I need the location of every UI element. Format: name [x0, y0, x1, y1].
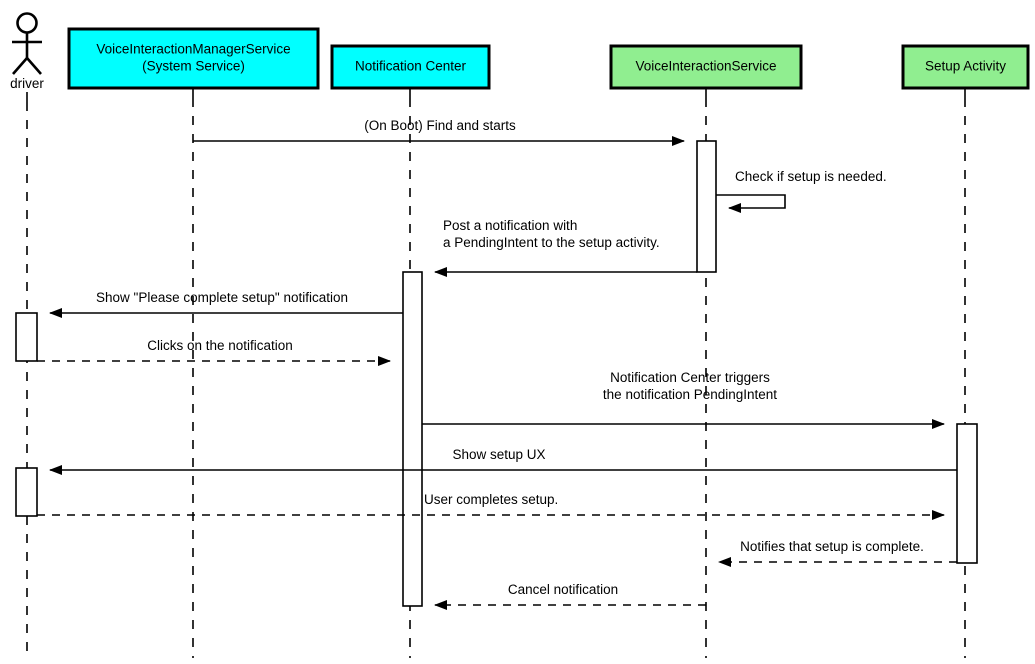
message-6[interactable]: Notification Center triggers the notifica… — [422, 370, 945, 429]
message-5[interactable]: Clicks on the notification — [37, 338, 391, 366]
message-label-line: (On Boot) Find and starts — [364, 118, 516, 133]
message-2[interactable]: Check if setup is needed. — [716, 169, 887, 213]
participants-layer: driver VoiceInteractionManagerService (Sys… — [10, 12, 1030, 92]
message-7[interactable]: Show setup UX — [49, 447, 957, 475]
participant-box[interactable] — [609, 44, 803, 90]
participant-setupactivity[interactable]: Setup Activity — [901, 44, 1030, 90]
participant-notifcenter[interactable]: Notification Center — [330, 44, 491, 90]
message-label-line: Check if setup is needed. — [735, 169, 887, 184]
actor-leg-left — [12, 57, 28, 75]
message-arrow-self — [716, 194, 786, 213]
message-label-line: Cancel notification — [508, 582, 618, 597]
participant-box[interactable] — [901, 44, 1030, 90]
activation-bar-driver — [15, 312, 38, 362]
actor-leg-right — [26, 57, 42, 75]
participant-box[interactable] — [67, 27, 320, 90]
message-label-line: User completes setup. — [424, 492, 558, 507]
message-label-line: Show setup UX — [452, 447, 545, 462]
actor-label: driver — [10, 76, 44, 91]
message-1[interactable]: (On Boot) Find and starts — [193, 118, 685, 146]
participant-label-line: VoiceInteractionService — [635, 59, 776, 74]
message-10[interactable]: Cancel notification — [434, 582, 706, 610]
message-label-line: Show "Please complete setup" notificatio… — [96, 290, 348, 305]
participant-label-line: VoiceInteractionManagerService — [96, 42, 290, 57]
participant-label-line: (System Service) — [142, 59, 245, 74]
activation-bar-setupactivity — [956, 423, 978, 564]
participant-box[interactable] — [330, 44, 491, 90]
activations-layer — [15, 140, 978, 607]
message-label-line: Clicks on the notification — [147, 338, 293, 353]
message-4[interactable]: Show "Please complete setup" notificatio… — [49, 290, 403, 318]
participant-vims[interactable]: VoiceInteractionManagerService (System Se… — [67, 27, 320, 90]
actor-driver[interactable]: driver — [10, 12, 44, 92]
activation-bar-driver — [15, 467, 38, 517]
actor-head-icon — [16, 12, 38, 34]
message-label-line: Notifies that setup is complete. — [740, 539, 924, 554]
message-label-line: Post a notification with — [443, 218, 577, 233]
message-8[interactable]: User completes setup. — [37, 492, 945, 520]
message-9[interactable]: Notifies that setup is complete. — [718, 539, 957, 567]
message-label-line: Notification Center triggers — [610, 370, 770, 385]
message-label-line: the notification PendingIntent — [603, 387, 777, 402]
message-label-line: a PendingIntent to the setup activity. — [443, 235, 660, 250]
activation-bar-vis — [696, 140, 717, 273]
participant-label-line: Setup Activity — [925, 59, 1006, 74]
participant-label-line: Notification Center — [355, 59, 467, 74]
message-3[interactable]: Post a notification with a PendingIntent … — [434, 218, 697, 277]
activation-bar-notifcenter — [402, 271, 423, 607]
participant-vis[interactable]: VoiceInteractionService — [609, 44, 803, 90]
